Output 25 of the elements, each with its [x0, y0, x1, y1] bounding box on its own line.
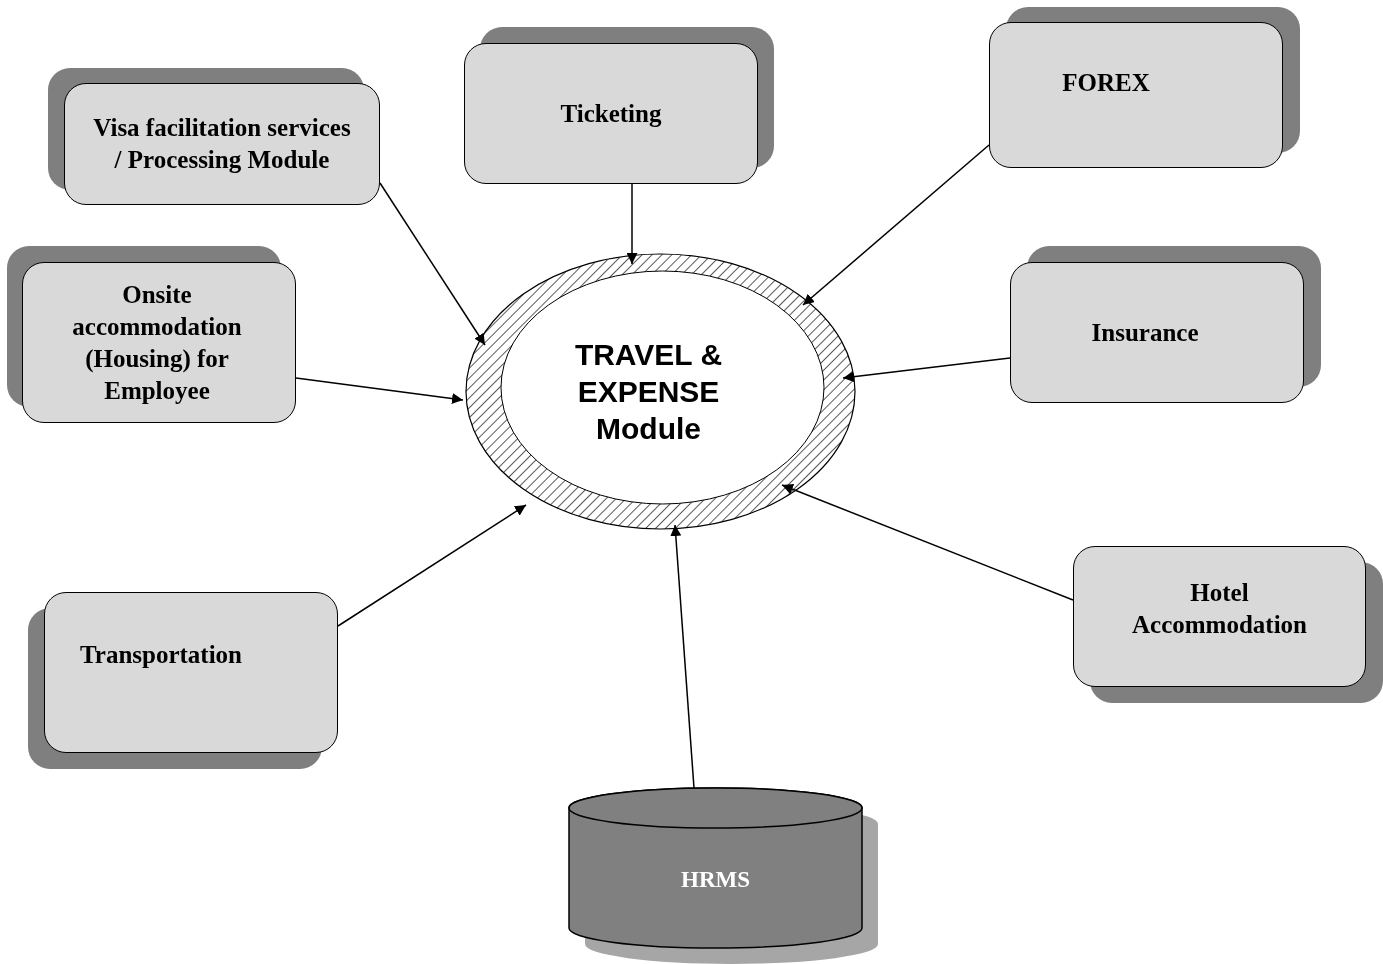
process-box [464, 43, 758, 184]
process-box [64, 83, 380, 205]
box-label: Transportation [79, 639, 243, 670]
arrow [842, 357, 1011, 383]
arrow [295, 377, 464, 404]
database-label: HRMS [681, 866, 750, 894]
box-label: Ticketing [560, 98, 662, 129]
box-label: Visa facilitation services / Processing Module [92, 113, 352, 175]
arrow [781, 483, 1074, 601]
hub-label: TRAVEL & EXPENSE Module [573, 337, 724, 447]
box-label: Hotel Accommodation [1131, 577, 1308, 640]
process-box [989, 22, 1283, 168]
arrow [337, 504, 527, 627]
arrow [802, 144, 990, 306]
hub-ellipse [465, 253, 856, 530]
process-box [22, 262, 296, 423]
process-box [44, 592, 338, 753]
arrow [670, 524, 695, 789]
arrow [379, 182, 486, 346]
box-label: FOREX [1062, 68, 1150, 98]
process-box [1073, 546, 1366, 687]
box-label: Onsite accommodation (Housing) for Employee [71, 279, 243, 406]
process-box [1010, 262, 1304, 403]
arrow [626, 183, 638, 265]
box-label: Insurance [1091, 317, 1199, 348]
